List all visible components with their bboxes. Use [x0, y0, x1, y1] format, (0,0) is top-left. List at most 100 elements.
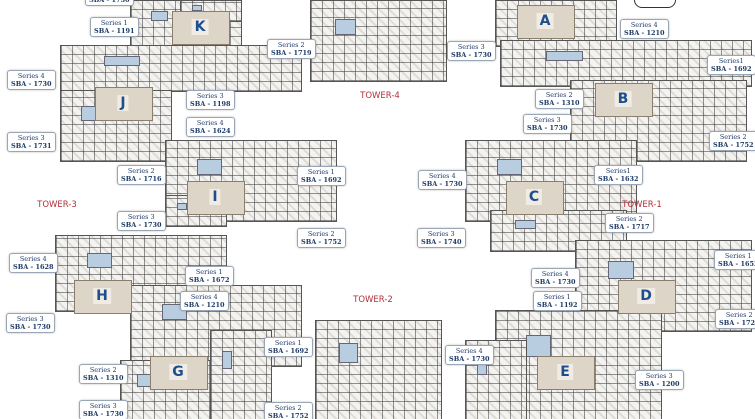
series-name: Series 4	[428, 172, 456, 180]
series-name: Series 3	[89, 402, 117, 410]
series-name: Series 1	[724, 252, 752, 260]
tower-label: TOWER-2	[353, 295, 393, 305]
sba-area: SBA - 1720	[719, 319, 755, 327]
sba-area: SBA - 1740	[421, 238, 462, 246]
series-name: Series 3	[16, 315, 44, 323]
block-label: K	[191, 19, 209, 35]
sba-area: SBA - 1198	[190, 100, 231, 108]
series-name: Series 2	[719, 133, 747, 141]
block-label: A	[536, 13, 554, 29]
series-name: Series 3	[533, 116, 561, 124]
sba-area: SBA - 1310	[539, 99, 580, 107]
series-name: Series 2	[127, 167, 155, 175]
series-name: Series 1	[195, 268, 223, 276]
sba-area: SBA - 1730	[83, 410, 124, 418]
sba-area: SBA - 1624	[190, 127, 231, 135]
block-label: C	[525, 189, 543, 205]
floor-plan-unit-cluster	[210, 330, 272, 419]
sba-area: SBA - 1731	[11, 142, 52, 150]
series-name: Series 4	[455, 347, 483, 355]
sba-area: SBA - 1730	[10, 323, 51, 331]
sba-area: SBA - 1192	[537, 301, 578, 309]
block-label: I	[209, 189, 221, 205]
sba-area: SBA - 1730	[89, 0, 130, 4]
tower-label: TOWER-4	[360, 91, 400, 101]
series-name: Series 4	[196, 119, 224, 127]
sba-area: SBA - 1730	[121, 221, 162, 229]
floor-plan-unit-cluster	[60, 45, 302, 92]
sba-area: SBA - 1730	[535, 278, 576, 286]
floor-plan-unit-cluster	[315, 320, 442, 419]
series-name: Series 3	[457, 43, 485, 51]
sba-area: SBA - 1752	[268, 412, 309, 419]
series-name: Series 3	[17, 134, 45, 142]
sba-area: SBA - 1730	[11, 80, 52, 88]
tower-label: TOWER-3	[37, 200, 77, 210]
sba-area: SBA - 1632	[598, 175, 639, 183]
sba-area: SBA - 1692	[268, 347, 309, 355]
series-name: Series 2	[307, 230, 335, 238]
series-name: Series1	[718, 57, 744, 65]
sba-area: SBA - 1752	[301, 238, 342, 246]
block-label: D	[637, 288, 655, 304]
sba-area: SBA - 1191	[94, 27, 135, 35]
series-name: Series 1	[100, 19, 128, 27]
block-label: H	[93, 288, 111, 304]
series-name: Series 4	[541, 270, 569, 278]
series-name: Series 3	[427, 230, 455, 238]
series-name: Series 2	[725, 311, 753, 319]
block-label: J	[117, 95, 129, 111]
sba-area: SBA - 1652	[718, 260, 755, 268]
series-name: Series 4	[19, 255, 47, 263]
tower-label: TOWER-1	[622, 200, 662, 210]
series-name: Series 1	[543, 293, 571, 301]
sba-area: SBA - 1210	[184, 301, 225, 309]
series-name: Series 1	[307, 168, 335, 176]
floor-plan-unit-cluster	[310, 0, 447, 82]
series-name: Series1	[605, 167, 631, 175]
series-name: Series 3	[196, 92, 224, 100]
block-label: B	[614, 91, 632, 107]
sba-area: SBA - 1719	[271, 49, 312, 57]
series-name: Series 2	[277, 41, 305, 49]
series-name: Series 1	[274, 339, 302, 347]
sba-area: SBA - 1692	[301, 176, 342, 184]
sba-area: SBA - 1730	[527, 124, 568, 132]
sba-area: SBA - 1672	[189, 276, 230, 284]
sba-area: SBA - 1310	[83, 374, 124, 382]
series-name: Series 4	[190, 293, 218, 301]
series-name: Series 2	[615, 215, 643, 223]
series-name: Series 4	[17, 72, 45, 80]
series-name: Series 2	[274, 404, 302, 412]
